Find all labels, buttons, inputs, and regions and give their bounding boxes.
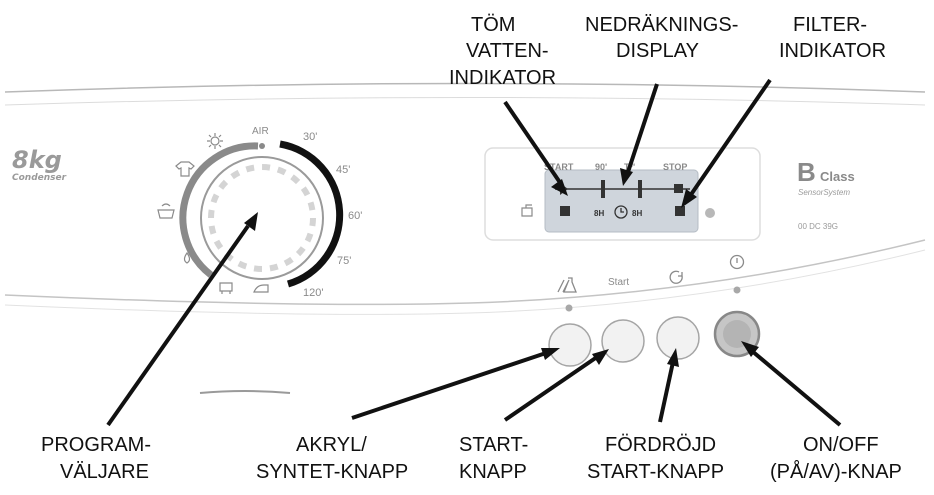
program-dial[interactable] (179, 140, 344, 288)
dial-air-label: AIR (252, 126, 269, 137)
tshirt-icon (175, 161, 195, 177)
acryl-button-label-2: SYNTET-KNAPP (256, 461, 408, 483)
start-icon-label: Start (608, 277, 629, 288)
on-off-label-2: (PÅ/AV)-KNAP (770, 460, 902, 483)
disp-90-label: 90' (595, 162, 607, 172)
dial-75-label: 75' (337, 255, 351, 267)
countdown-display-label-1: NEDRÄKNINGS- (585, 14, 738, 36)
dial-45-label: 45' (336, 164, 350, 176)
delay-start-label-2: START-KNAPP (587, 461, 724, 483)
delay-start-button[interactable] (656, 316, 700, 360)
dial-120-label: 120' (303, 287, 323, 299)
delay-icon (669, 270, 683, 284)
display-led (705, 208, 715, 218)
start-button-label-1: START- (459, 434, 528, 456)
disp-stop-label: STOP (663, 162, 687, 172)
program-selector-label-1: PROGRAM- (41, 434, 151, 456)
iron-icon (253, 284, 269, 293)
drain-tap-icon (521, 204, 533, 217)
dial-black-arc (279, 140, 344, 288)
callout-arrows (106, 78, 842, 427)
countdown-display (544, 169, 699, 233)
dial-knob[interactable] (200, 156, 324, 280)
disp-8h-right: 8H (632, 209, 642, 218)
panel-top-edge-2 (4, 97, 926, 106)
brand-letter: B (797, 157, 816, 187)
drain-indicator (560, 206, 570, 216)
basin-icon (157, 203, 175, 219)
start-button-label-2: KNAPP (459, 461, 527, 483)
panel-top-edge (4, 82, 926, 93)
acryl-led (565, 304, 573, 312)
door-handle (199, 390, 291, 394)
power-led (733, 286, 741, 294)
drain-indicator-label-2: VATTEN- (466, 40, 549, 62)
dial-60-label: 60' (348, 210, 362, 222)
capacity-label: 8kg (12, 146, 62, 174)
dial-30-label: 30' (303, 131, 317, 143)
filter-indicator-label-2: INDIKATOR (779, 40, 886, 62)
filter-indicator-label-1: FILTER- (793, 14, 867, 36)
filter-indicator (675, 206, 685, 216)
display-marker-2 (638, 180, 642, 198)
sun-icon (207, 133, 223, 149)
display-marker-1 (601, 180, 605, 198)
on-off-button-inner (723, 320, 751, 348)
disp-8h-left: 8H (594, 209, 604, 218)
on-off-label-1: ON/OFF (803, 434, 879, 456)
display-stop-square (674, 184, 683, 193)
dial-knob-inner (208, 164, 316, 272)
model-code: 00 DC 39G (798, 222, 838, 231)
drain-indicator-label-1: TÖM (471, 14, 515, 36)
dial-air-dot (259, 143, 265, 149)
start-button[interactable] (601, 319, 645, 363)
acryl-flask-icon (557, 277, 577, 293)
drop-icon (183, 251, 191, 264)
clock-icon (614, 205, 628, 219)
power-icon (729, 254, 745, 270)
brand-sub: SensorSystem (798, 188, 850, 197)
panel-lower-edge-2 (4, 249, 926, 315)
disp-start-label: START (544, 162, 574, 172)
shoe-icon (219, 282, 233, 294)
acryl-synthetic-button[interactable] (548, 323, 592, 367)
model-type-label: Condenser (12, 173, 67, 183)
countdown-display-label-2: DISPLAY (616, 40, 699, 62)
brand-word: Class (820, 169, 855, 184)
program-selector-label-2: VÄLJARE (60, 461, 149, 483)
display-outer (484, 147, 761, 241)
delay-start-label-1: FÖRDRÖJD (605, 434, 716, 456)
acryl-button-label-1: AKRYL/ (296, 434, 367, 456)
panel-lower-edge (4, 239, 926, 306)
drain-indicator-label-3: INDIKATOR (449, 67, 556, 89)
dial-grey-arc (179, 142, 259, 278)
